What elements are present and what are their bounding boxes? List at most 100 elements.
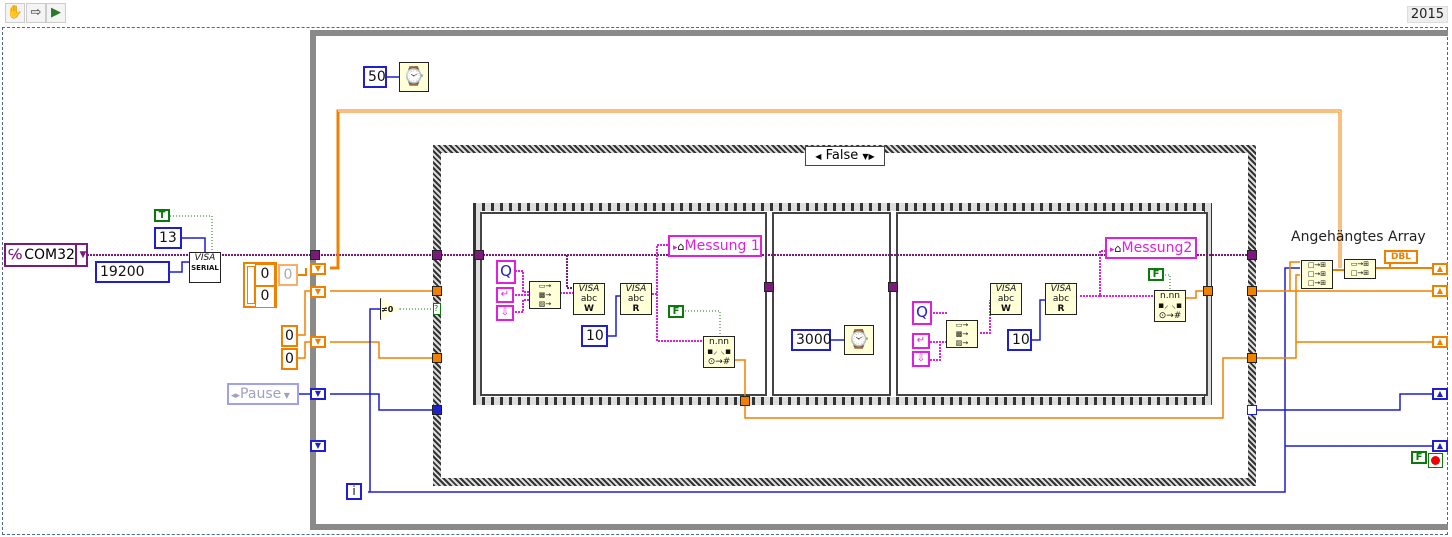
case-selector-value: False [825, 148, 859, 163]
arrow-icon[interactable]: ⇨ [26, 3, 46, 23]
run-icon[interactable]: ▶ [46, 3, 66, 23]
wait-ms-constant[interactable]: 50 [363, 66, 387, 88]
dbl-tunnel [1203, 286, 1213, 296]
messung1-local-variable[interactable]: ▸⌂Messung 1 [668, 235, 762, 257]
refnum-tunnel [888, 282, 898, 292]
decrement-icon[interactable]: ◀ [815, 152, 822, 161]
false-constant[interactable]: F [1148, 268, 1164, 281]
visa-label: VISA [625, 284, 647, 294]
array-constant[interactable]: 0 0 [243, 262, 277, 308]
array-element[interactable]: 0 [255, 286, 275, 308]
enum-arrows-icon: ◂▸ [231, 391, 241, 401]
dbl-array-indicator[interactable]: DBL [1384, 250, 1418, 264]
case-selector[interactable]: ◀ False ▼▶ [805, 146, 885, 166]
read-label: R [632, 304, 640, 314]
messung2-label: Messung2 [1121, 240, 1193, 256]
format-label: n.nn [709, 337, 729, 347]
play-icon: ▸ [673, 243, 678, 253]
carriage-return-icon: ↵ [912, 333, 930, 349]
chevron-down-icon[interactable]: ▼ [74, 245, 89, 265]
shift-register-right: ▲ [1432, 388, 1448, 400]
false-constant[interactable]: F [668, 305, 684, 318]
baud-rate-constant[interactable]: 19200 [95, 261, 170, 283]
dbl-tunnel [432, 286, 442, 296]
version-label: 2015 [1406, 6, 1448, 23]
shift-register-right: ▲ [1432, 440, 1448, 452]
hand-icon[interactable]: ✋ [5, 3, 25, 23]
build-array-node[interactable]: ▭→⊞□→⊞ [1344, 259, 1376, 279]
enable-termchar-constant[interactable]: T [154, 209, 170, 222]
array-element[interactable]: 0 [255, 264, 275, 286]
wait-timer-icon[interactable]: ⌚ [844, 325, 874, 355]
pause-value: Pause [240, 386, 282, 402]
stop-false-constant[interactable]: F [1411, 451, 1427, 464]
refnum-tunnel [310, 250, 320, 260]
home-icon: ⌂ [1114, 242, 1122, 255]
init-constant-a[interactable]: 0 [281, 325, 298, 347]
shift-register-right: ▲ [1432, 263, 1448, 275]
refnum-tunnel [1247, 250, 1257, 260]
shift-register-left: ▼ [310, 286, 326, 298]
line-feed-icon: ⇩ [912, 351, 930, 367]
pause-enum-constant[interactable]: ◂▸Pause ▼ [227, 383, 299, 405]
write-label: W [1001, 304, 1011, 314]
array-index-display: 0 [278, 264, 298, 286]
termchar-constant[interactable]: 13 [154, 227, 182, 249]
abc-label: abc [627, 294, 645, 304]
abc-label: abc [1052, 294, 1070, 304]
command-string-constant[interactable]: Q [496, 260, 516, 284]
case-selector-terminal: ? [433, 303, 441, 315]
refnum-tunnel [764, 282, 774, 292]
toolbar: ✋ ⇨ ▶ 2015 [0, 0, 1452, 26]
byte-count-constant[interactable]: 10 [1007, 329, 1032, 351]
messung1-label: Messung 1 [684, 238, 760, 254]
com-port-value: COM32 [24, 247, 75, 263]
format-label: n.nn [1160, 291, 1180, 301]
chevron-down-icon[interactable]: ▼ [862, 152, 869, 161]
play-icon: ▸ [1110, 245, 1115, 255]
shift-register-right: ▲ [1432, 285, 1448, 297]
concatenate-strings-node[interactable]: ▭→▩→▨→ [529, 281, 561, 309]
dbl-tunnel [740, 396, 750, 406]
fract-exp-string-to-number-node[interactable]: n.nn▪⸝ ⸜▪⊙→# [1154, 290, 1186, 322]
dbl-tunnel [1247, 286, 1257, 296]
byte-count-constant[interactable]: 10 [581, 325, 608, 347]
chevron-down-icon[interactable]: ▼ [281, 391, 290, 400]
iteration-terminal: i [346, 483, 362, 500]
wait-3000-constant[interactable]: 3000 [791, 329, 832, 351]
wait-timer-icon[interactable]: ⌚ [399, 62, 429, 92]
read-label: R [1057, 304, 1065, 314]
build-array-node[interactable]: □→⊞□→⊞□→⊞ [1301, 260, 1333, 289]
visa-label: VISA [1050, 284, 1072, 294]
write-label: W [584, 304, 594, 314]
shift-register-right: ▲ [1432, 336, 1448, 348]
stop-icon [1431, 456, 1440, 465]
visa-label: VISA [995, 284, 1017, 294]
while-loop[interactable] [310, 30, 1448, 530]
carriage-return-icon: ↵ [496, 287, 514, 303]
int-tunnel [1247, 405, 1257, 415]
concatenate-strings-node[interactable]: ▭→▩→▨→ [946, 320, 978, 348]
home-icon: ⌂ [677, 240, 685, 253]
dbl-tunnel [1247, 353, 1257, 363]
fract-exp-string-to-number-node[interactable]: n.nn▪⸝ ⸜▪⊙→# [703, 336, 735, 368]
abc-label: abc [580, 294, 598, 304]
block-diagram [2, 27, 1448, 535]
serial-label: SERIAL [191, 264, 219, 272]
messung2-local-variable[interactable]: ▸⌂Messung2 [1105, 237, 1197, 259]
shift-register-left: ▼ [310, 263, 326, 275]
increment-icon[interactable]: ▶ [868, 152, 875, 161]
loop-condition-terminal[interactable] [1428, 453, 1443, 468]
visa-label: VISA [578, 284, 600, 294]
command-string-constant[interactable]: Q [912, 301, 932, 325]
visa-icon: ℅ [8, 247, 23, 263]
shift-register-left: ▼ [310, 388, 326, 400]
init-constant-b[interactable]: 0 [281, 348, 298, 370]
appended-array-label: Angehängtes Array [1291, 229, 1426, 245]
